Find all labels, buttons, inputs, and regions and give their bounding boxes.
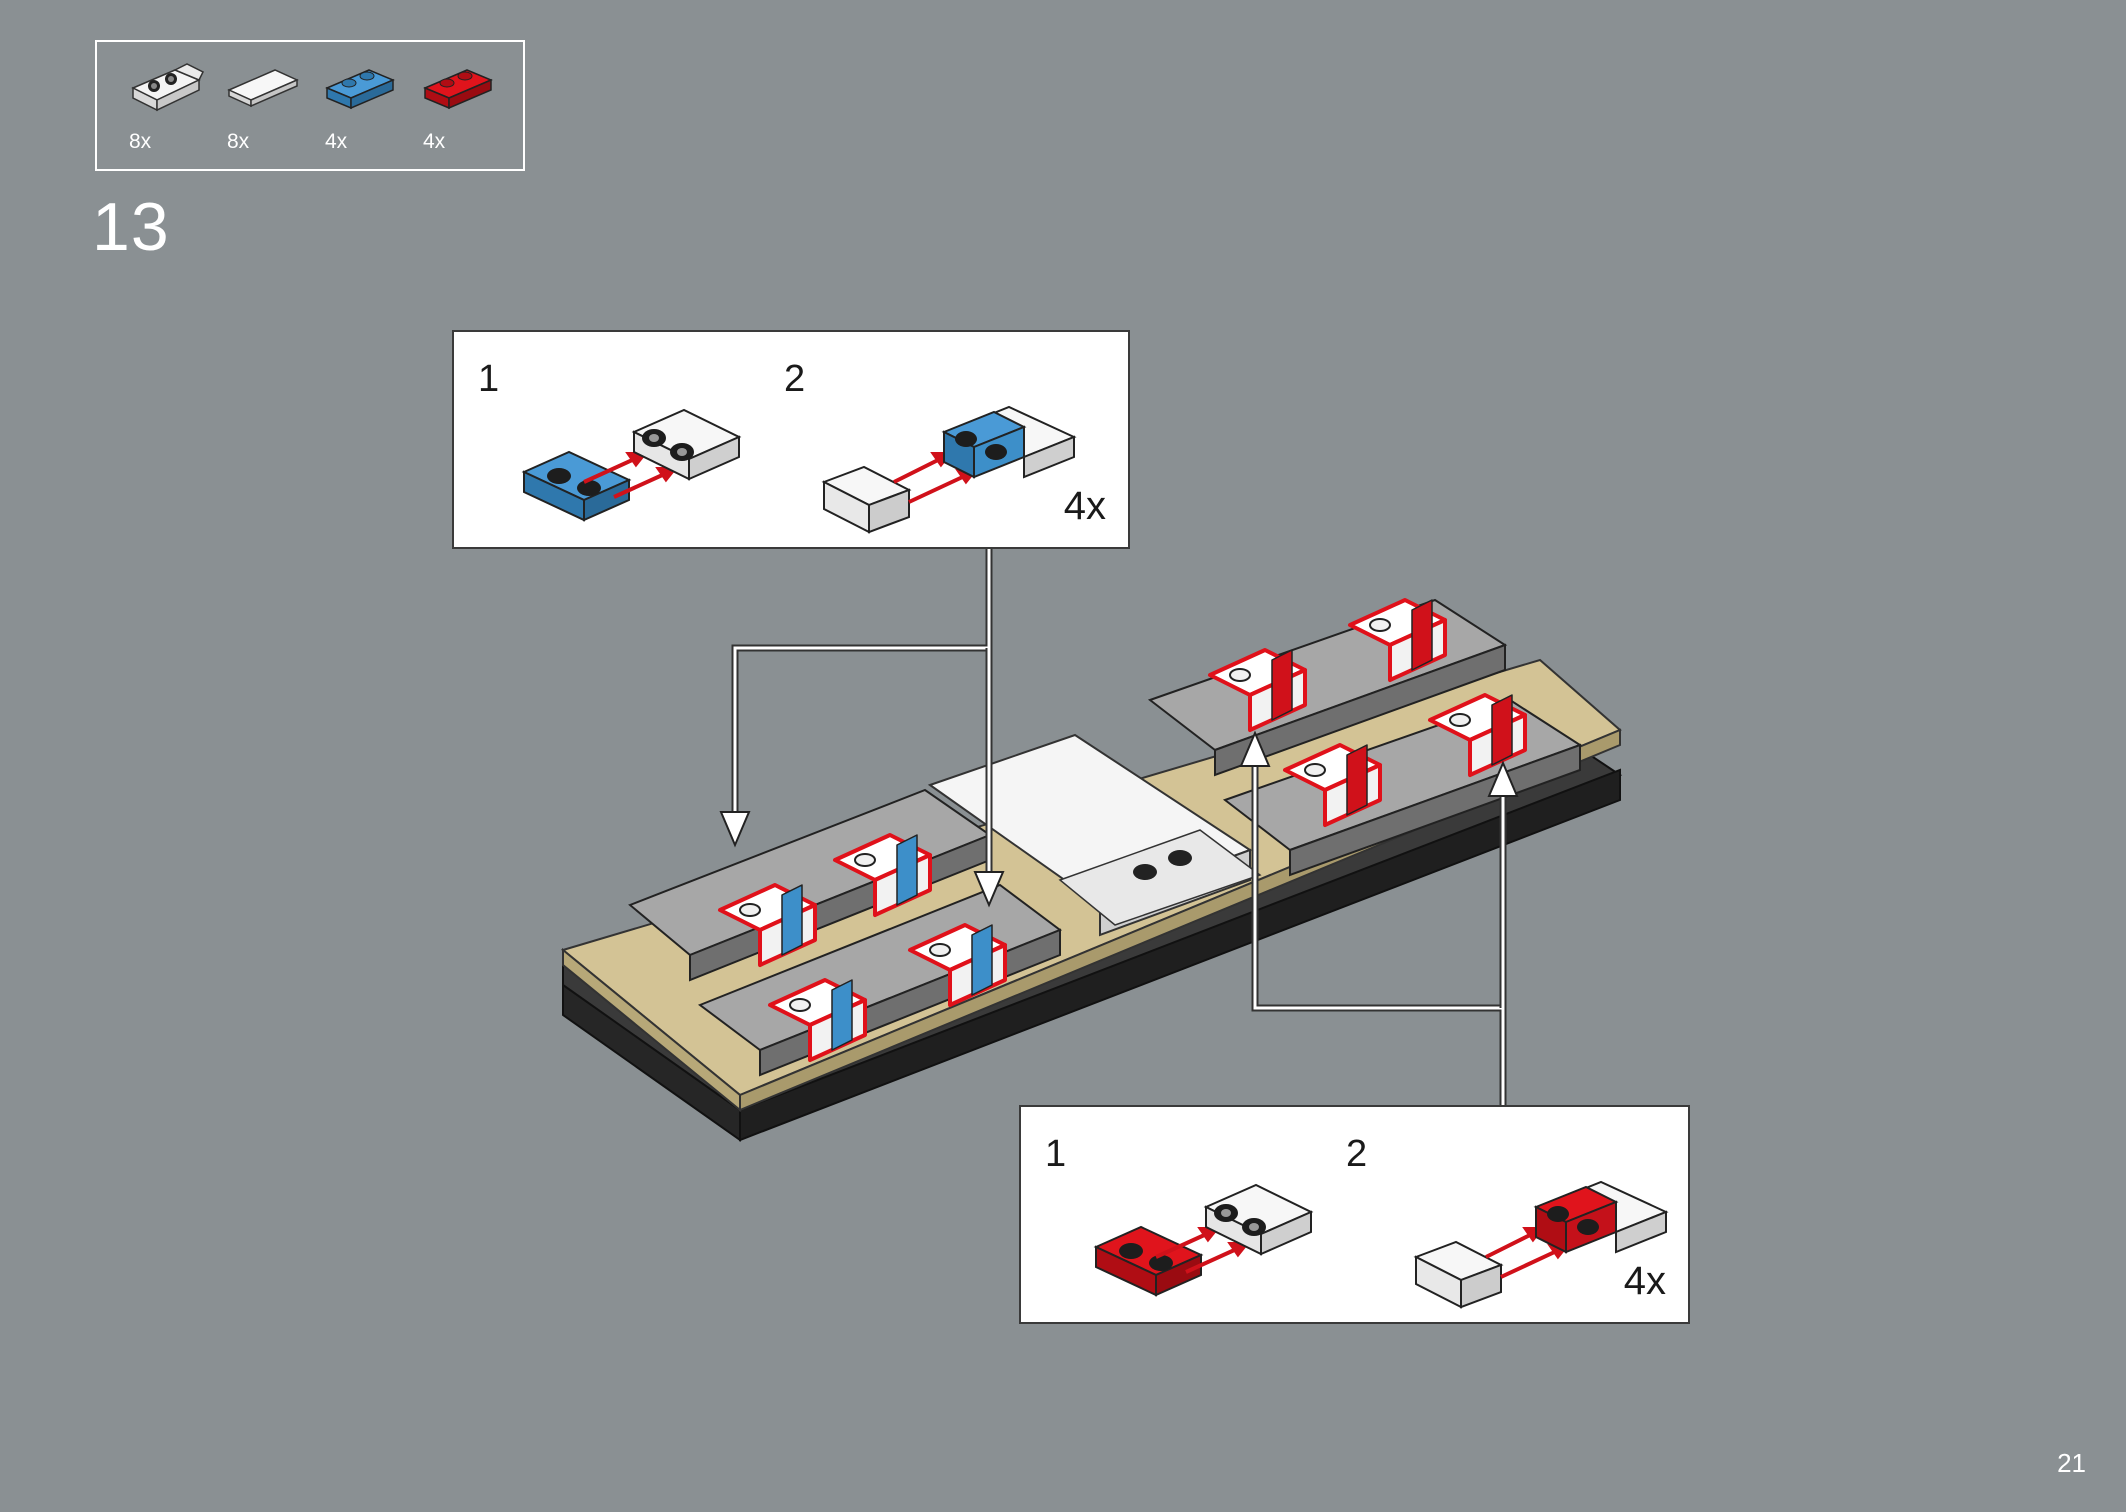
part-quantity: 4x [423,130,446,153]
blue-bracket-assemblies-icon [718,833,1007,1062]
red-arrow-icon [583,452,679,499]
sub-assembly-callout-red: 1 2 [1019,1105,1690,1324]
blue-plate-icon [521,450,632,522]
white-bracket-icon [1203,1183,1314,1256]
blue-sub-assembly-diagram [521,405,1077,534]
repeat-multiplier: 4x [1063,484,1106,528]
arrow-up-icon [1239,730,1271,767]
page-number: 21 [2057,1448,2086,1478]
red-plate-part-icon [423,69,493,110]
step-number: 13 [92,189,170,265]
bracket-part-icon [131,63,205,112]
part-item: 8x [225,50,315,160]
tile-part-icon [227,69,299,108]
white-tile-icon [1413,1240,1504,1309]
part-item: 8x [127,50,217,160]
red-sub-assembly-diagram [1093,1180,1669,1309]
white-tile-icon [821,465,912,534]
blue-plate-part-icon [325,69,395,110]
sub-step-number: 2 [1346,1133,1368,1175]
sub-step-number: 1 [1045,1133,1067,1175]
center-tiles-icon [927,733,1262,937]
arrow-up-icon [1487,760,1519,797]
part-quantity: 8x [227,130,250,153]
sub-assembly-callout-blue: 1 2 [452,330,1130,549]
red-plate-icon [1093,1225,1204,1297]
blue-white-bracket-icon [941,405,1077,479]
part-item: 4x [323,50,413,160]
part-item: 4x [421,50,511,160]
arrow-down-icon [973,871,1005,908]
arrow-down-icon [719,811,751,848]
arrowheads [719,730,1519,908]
part-quantity: 8x [129,130,152,153]
part-quantity: 4x [325,130,348,153]
sub-step-number: 1 [478,358,500,400]
parts-list: 8x 8x 4x 4x [95,40,525,171]
sub-step-number: 2 [784,358,806,400]
red-bracket-assemblies-icon [1208,598,1527,827]
repeat-multiplier: 4x [1623,1259,1666,1303]
callout-connector-lines [731,548,1507,1108]
red-white-bracket-icon [1533,1180,1669,1254]
white-bracket-icon [631,408,742,481]
